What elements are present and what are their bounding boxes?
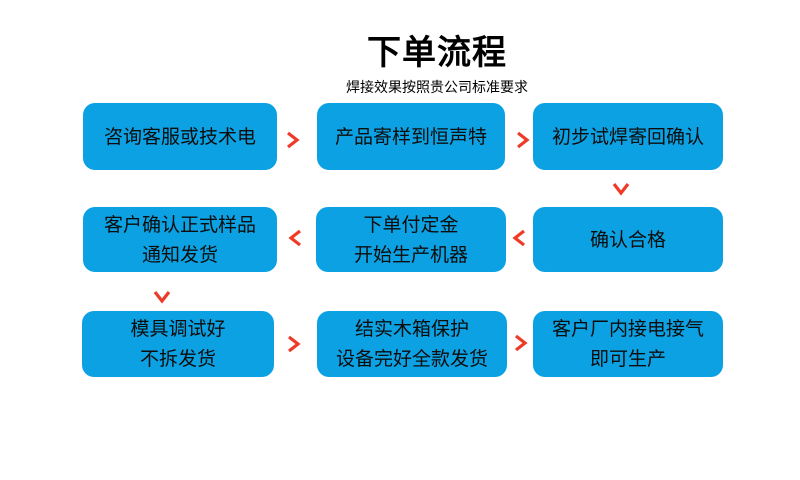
step-consult-service: 咨询客服或技术电 — [83, 103, 277, 170]
step-line: 设备完好全款发货 — [335, 348, 488, 370]
step-line: 模具调试好 — [130, 318, 226, 340]
step-confirm-qualified: 确认合格 — [533, 207, 723, 272]
step-send-sample: 产品寄样到恒声特 — [317, 103, 505, 170]
step-line: 确认合格 — [589, 228, 666, 251]
flow-arrow-right-icon — [280, 128, 304, 152]
step-line: 初步试焊寄回确认 — [551, 125, 704, 148]
step-line: 下单付定金 — [363, 213, 459, 236]
step-mold-ready-ship: 模具调试好 不拆发货 — [82, 311, 274, 377]
step-line: 产品寄样到恒声特 — [334, 125, 487, 148]
step-crate-full-payment: 结实木箱保护 设备完好全款发货 — [317, 311, 507, 377]
step-line: 开始生产机器 — [353, 243, 468, 266]
step-line: 客户确认正式样品 — [103, 213, 256, 236]
flow-arrow-right-icon — [508, 331, 532, 355]
flow-arrow-right-icon — [281, 332, 305, 356]
page-title: 下单流程 — [367, 33, 507, 73]
page-subtitle: 焊接效果按照贵公司标准要求 — [346, 80, 528, 96]
step-line: 客户厂内接电接气 — [551, 318, 704, 340]
step-confirm-sample-ship: 客户确认正式样品 通知发货 — [83, 207, 277, 272]
step-deposit-production: 下单付定金 开始生产机器 — [316, 207, 506, 272]
step-line: 结实木箱保护 — [354, 318, 469, 340]
step-line: 即可生产 — [589, 348, 666, 370]
flow-arrow-left-icon — [284, 226, 308, 250]
step-line: 不拆发货 — [139, 348, 216, 370]
step-trial-weld-confirm: 初步试焊寄回确认 — [533, 103, 723, 170]
step-line: 通知发货 — [141, 243, 218, 266]
step-line: 咨询客服或技术电 — [103, 125, 256, 148]
flow-arrow-down-icon — [609, 176, 633, 200]
flow-arrow-right-icon — [510, 128, 534, 152]
flow-arrow-down-icon — [150, 284, 174, 308]
flow-arrow-left-icon — [508, 226, 532, 250]
step-customer-power-production: 客户厂内接电接气 即可生产 — [533, 311, 723, 377]
